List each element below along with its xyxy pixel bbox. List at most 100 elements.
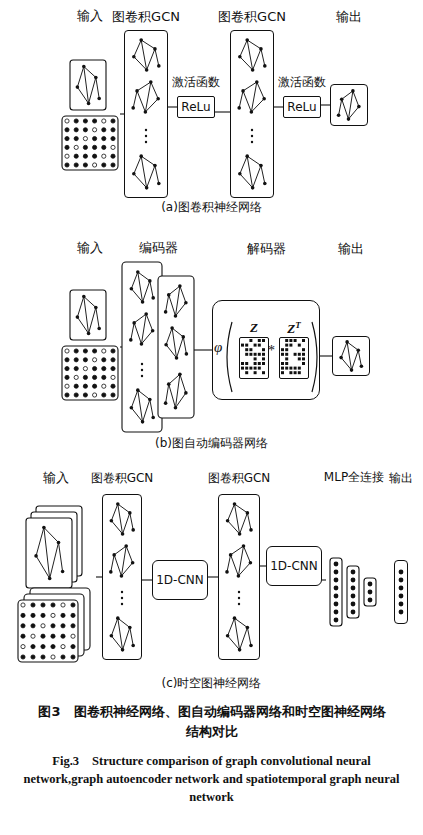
matrix-cell — [249, 367, 252, 370]
matrix-dot — [83, 358, 87, 362]
ellipsis-dot — [145, 141, 147, 143]
matrix-dot — [65, 384, 69, 388]
matrix-cell — [254, 344, 257, 347]
neuron — [334, 570, 339, 575]
matrix-dot — [51, 645, 55, 649]
matrix-cell — [245, 344, 248, 347]
matrix-dot — [83, 154, 87, 158]
matrix-dot — [102, 119, 106, 123]
matrix-cell — [302, 353, 305, 356]
matrix-dot — [61, 603, 65, 607]
neuron — [334, 578, 339, 583]
matrix-cell — [241, 367, 244, 370]
matrix-cell — [294, 367, 297, 370]
ellipsis-dot — [251, 141, 253, 143]
matrix-dot — [51, 603, 55, 607]
matrix-dot — [111, 145, 115, 149]
matrix-dot — [102, 349, 106, 353]
matrix-cell — [262, 339, 265, 342]
feature-matrix — [62, 346, 118, 400]
figure-caption: 图3 图卷积神经网络、图自动编码器网络和时空图神经网络结构对比 — [36, 702, 388, 742]
matrix-dot — [74, 349, 78, 353]
matrix-dot — [31, 603, 35, 607]
matrix-dot — [102, 137, 106, 141]
matrix-dot — [111, 163, 115, 167]
matrix-cell — [245, 348, 248, 351]
ellipsis-dot — [121, 603, 123, 605]
gcn-layer: 图卷积GCN — [230, 30, 274, 198]
neuron — [334, 562, 339, 567]
operator-symbol: * — [268, 342, 275, 360]
connector — [322, 579, 326, 580]
matrix-dot — [65, 349, 69, 353]
matrix-dot — [93, 358, 97, 362]
input-group: 输入 — [16, 500, 96, 668]
matrix-dot — [83, 384, 87, 388]
graph-slice — [26, 518, 72, 588]
matrix-dot — [74, 154, 78, 158]
matrix-dot — [93, 384, 97, 388]
layer-name: 输出 — [338, 241, 364, 256]
matrix-dot — [21, 613, 25, 617]
matrix-dot — [93, 393, 97, 397]
encoder: 编码器 — [122, 262, 194, 432]
neuron — [368, 598, 373, 603]
layer-name: MLP全连接 — [324, 470, 384, 484]
layer-name: 激活函数 — [278, 75, 326, 89]
matrix-dot — [93, 128, 97, 132]
ellipsis-dot — [238, 591, 240, 593]
matrix-dot — [21, 655, 25, 659]
matrix-dot — [65, 154, 69, 158]
matrix-dot — [111, 137, 115, 141]
graph-box — [70, 60, 106, 110]
matrix-dot — [74, 375, 78, 379]
box-label: 1D-CNN — [270, 559, 318, 573]
gcn-layer: 图卷积GCN — [124, 30, 168, 198]
matrix-dot — [74, 145, 78, 149]
matrix-dot — [74, 128, 78, 132]
connector — [215, 111, 230, 112]
neuron — [351, 578, 356, 583]
matrix-cell — [281, 353, 284, 356]
graph-icon — [237, 80, 266, 114]
matrix-dot — [83, 119, 87, 123]
matrix-dot — [41, 624, 45, 628]
layer-name: 输入 — [43, 470, 69, 485]
box-label: ReLu — [181, 100, 210, 114]
matrix-dot — [71, 634, 75, 638]
ellipsis-dot — [141, 375, 143, 377]
box-body: ReLu — [178, 97, 214, 117]
input-group: 输入 — [60, 262, 120, 404]
neuron — [351, 602, 356, 607]
ellipsis-dot — [251, 135, 253, 137]
matrix-cell — [258, 339, 261, 342]
neuron — [399, 578, 404, 583]
heading: 编码器 — [139, 240, 178, 256]
matrix-cell — [281, 362, 284, 365]
matrix-dot — [71, 613, 75, 617]
layer-name: 输出 — [389, 471, 413, 485]
matrix-cell — [302, 339, 305, 342]
output-box: 输出 — [330, 84, 368, 126]
matrix-dot — [31, 655, 35, 659]
figure-caption-en: Fig.3 Structure comparison of graph conv… — [14, 752, 409, 806]
matrix-dot — [71, 655, 75, 659]
matrix-dot — [51, 624, 55, 628]
matrix-dot — [61, 634, 65, 638]
matrix-dot — [93, 119, 97, 123]
ellipsis-dot — [238, 603, 240, 605]
matrix-cell — [285, 353, 288, 356]
neuron — [351, 586, 356, 591]
matrix-dot — [31, 613, 35, 617]
matrix-dot — [61, 613, 65, 617]
connector — [142, 579, 152, 580]
layer-name: Z — [250, 320, 258, 335]
matrix-cell — [245, 362, 248, 365]
matrix-dot — [102, 384, 106, 388]
gcn-column — [158, 276, 194, 418]
neuron — [399, 570, 404, 575]
matrix-dot — [61, 624, 65, 628]
matrix-dot — [74, 119, 78, 123]
layer-name: 输入 — [77, 8, 103, 23]
matrix-dot — [31, 645, 35, 649]
